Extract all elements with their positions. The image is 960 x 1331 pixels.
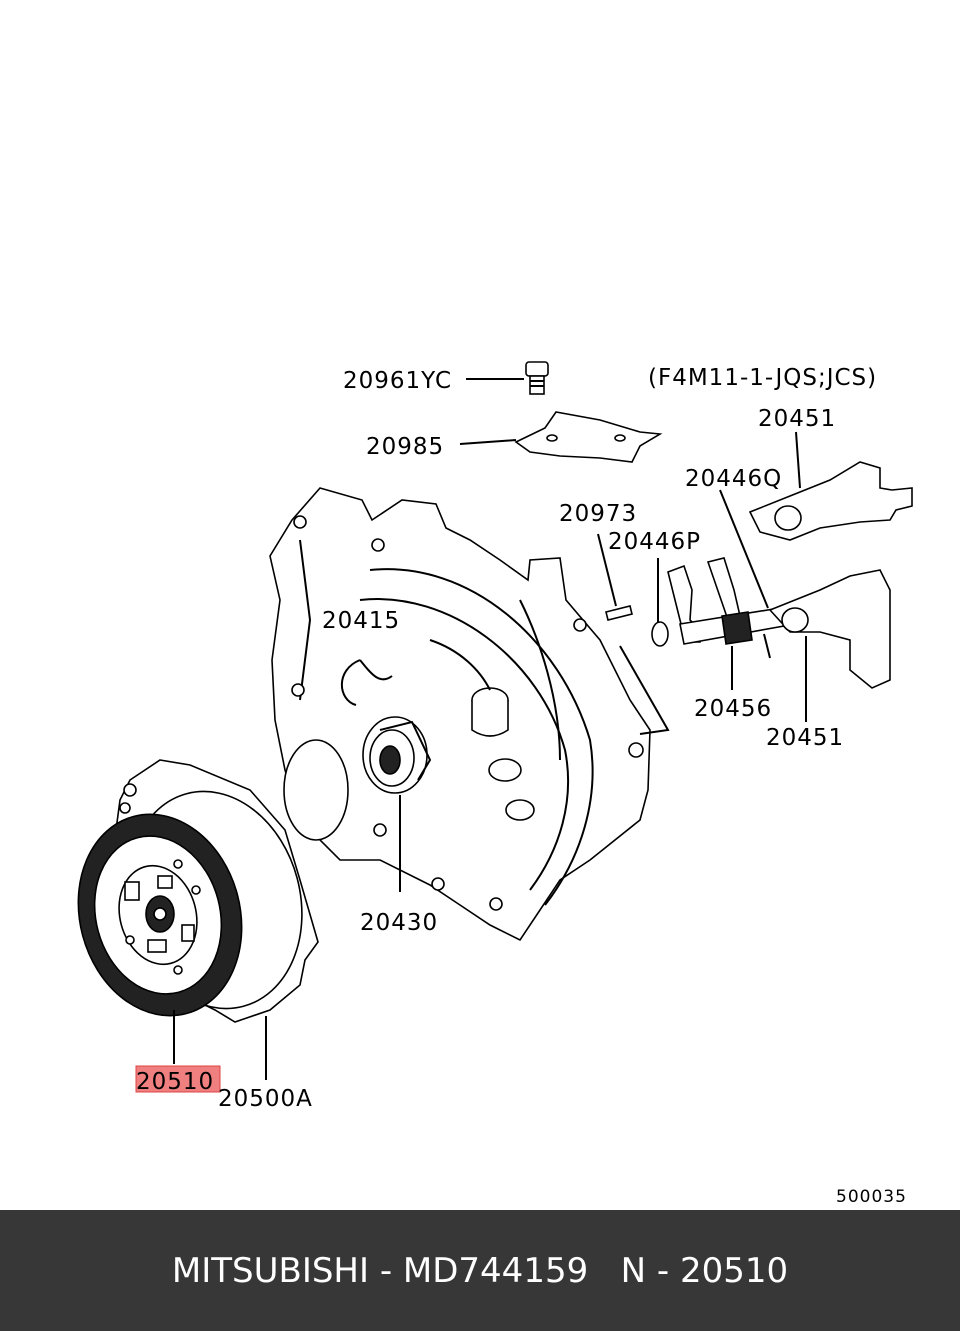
label-20510: 20510 <box>136 1069 214 1095</box>
clutch-housing <box>269 487 651 942</box>
label-20451-bottom: 20451 <box>766 725 844 751</box>
variant-note: (F4M11-1-JQS;JCS) <box>648 365 877 391</box>
label-20430: 20430 <box>360 910 438 936</box>
release-shaft-assembly <box>605 557 891 689</box>
label-20446P: 20446P <box>608 529 701 555</box>
bolt-part <box>525 361 549 395</box>
label-20415: 20415 <box>322 608 400 634</box>
label-20451-top: 20451 <box>758 406 836 432</box>
bracket-part <box>514 411 663 463</box>
label-20456: 20456 <box>694 696 772 722</box>
leader-lines <box>173 378 807 1080</box>
clutch-disc-assembly <box>77 759 319 1023</box>
label-20973: 20973 <box>559 501 637 527</box>
label-20961YC: 20961YC <box>343 368 452 394</box>
label-20446Q: 20446Q <box>685 466 782 492</box>
footer-bar: MITSUBISHI - MD744159 N - 20510 <box>0 1210 960 1331</box>
figure-code: 500035 <box>836 1187 907 1207</box>
footer-part-info: MITSUBISHI - MD744159 N - 20510 <box>171 1250 789 1291</box>
parts-diagram: 20961YC 20985 (F4M11-1-JQS;JCS) 20451 20… <box>77 361 913 1207</box>
label-20500A: 20500A <box>218 1086 313 1112</box>
label-20985: 20985 <box>366 434 444 460</box>
release-fork-top <box>748 461 913 541</box>
highlight-box <box>135 1065 221 1093</box>
